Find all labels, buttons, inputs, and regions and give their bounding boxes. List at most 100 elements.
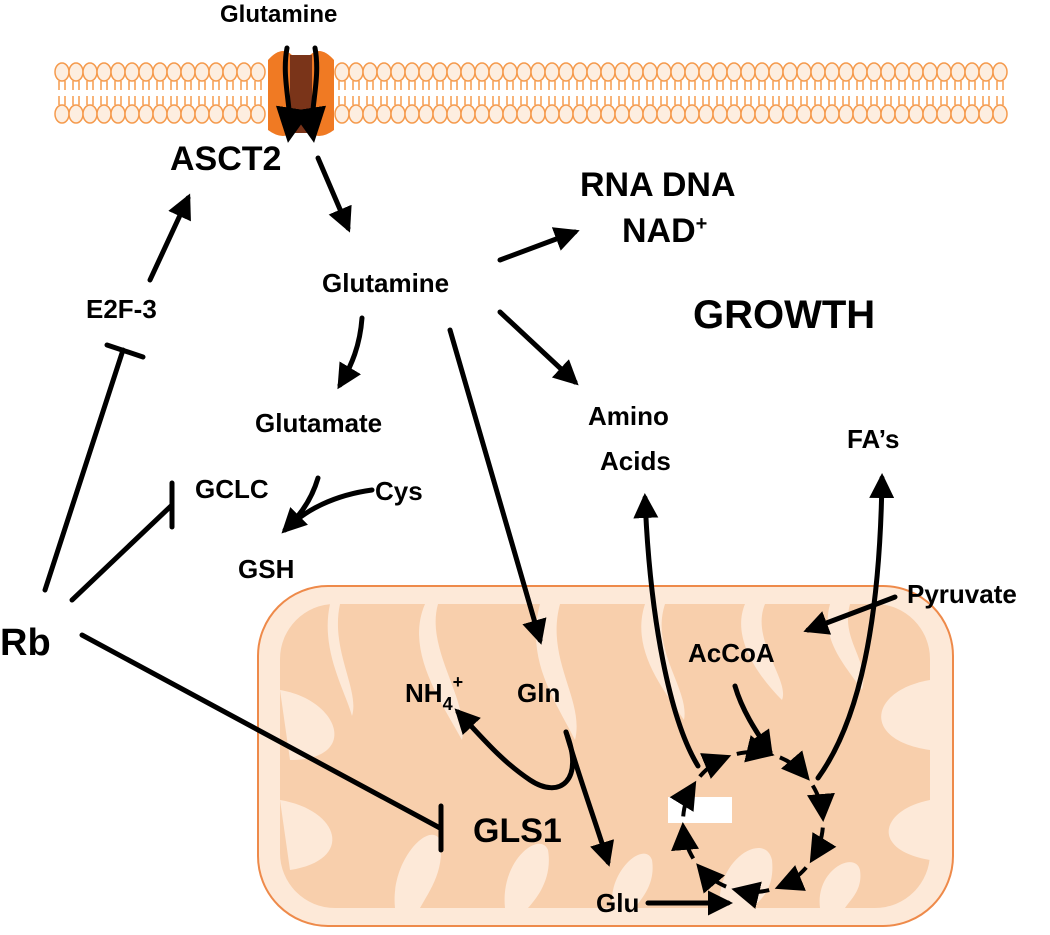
lipid-head bbox=[880, 104, 896, 124]
tca-cycle-segment bbox=[779, 750, 810, 781]
label-gls1: GLS1 bbox=[473, 812, 562, 850]
lipid-head bbox=[250, 62, 266, 82]
asct2-transporter-icon bbox=[268, 45, 334, 143]
lipid-head bbox=[978, 104, 994, 124]
lipid-head bbox=[922, 104, 938, 124]
lipid-head bbox=[222, 62, 238, 82]
lipid-head bbox=[54, 62, 70, 82]
lipid-head bbox=[824, 62, 840, 82]
lipid-head bbox=[516, 104, 532, 124]
label-cys: Cys bbox=[375, 476, 423, 506]
lipid-head bbox=[950, 104, 966, 124]
lipid-head bbox=[250, 104, 266, 124]
tca-cycle-segment bbox=[809, 827, 837, 864]
tca-cycle-segment bbox=[731, 881, 770, 909]
lipid-head bbox=[824, 104, 840, 124]
lipid-head bbox=[446, 104, 462, 124]
lipid-head bbox=[390, 62, 406, 82]
lipid-head bbox=[670, 104, 686, 124]
lipid-head bbox=[768, 62, 784, 82]
lipid-head bbox=[460, 62, 476, 82]
tca-cycle-segment bbox=[774, 865, 808, 891]
lipid-head bbox=[208, 104, 224, 124]
lipid-head bbox=[180, 62, 196, 82]
lipid-head bbox=[460, 104, 476, 124]
arrow-glutamate-to-gsh bbox=[281, 475, 321, 534]
label-amino: Amino bbox=[588, 401, 669, 431]
label-glutamine-extracellular: Glutamine bbox=[220, 1, 337, 28]
lipid-head bbox=[894, 62, 910, 82]
lipid-head bbox=[908, 62, 924, 82]
inhibit-rb-gclc bbox=[69, 502, 175, 603]
lipid-head bbox=[670, 62, 686, 82]
lipid-head bbox=[54, 104, 70, 124]
labels: Glutamine ASCT2 RNA DNA NAD+ Glutamine G… bbox=[0, 1, 1017, 918]
lipid-head bbox=[936, 104, 952, 124]
lipid-head bbox=[712, 104, 728, 124]
arrow-pyruvate-to-accoa bbox=[803, 594, 898, 635]
label-growth: GROWTH bbox=[693, 293, 875, 337]
lipid-head bbox=[642, 104, 658, 124]
label-glu: Glu bbox=[596, 888, 639, 918]
label-accoa: AcCoA bbox=[688, 638, 775, 668]
label-rb: Rb bbox=[0, 622, 51, 664]
lipid-bilayer-icon bbox=[54, 62, 1008, 124]
lipid-head bbox=[68, 104, 84, 124]
lipid-head bbox=[236, 104, 252, 124]
lipid-head bbox=[782, 62, 798, 82]
lipid-head bbox=[68, 62, 84, 82]
lipid-head bbox=[334, 104, 350, 124]
arrow-gln-to-nh4 bbox=[454, 708, 576, 791]
arrow-tca-to-amino-acids bbox=[633, 493, 701, 769]
pathway-arrows bbox=[42, 155, 898, 916]
lipid-head bbox=[572, 62, 588, 82]
lipid-head bbox=[558, 62, 574, 82]
label-glutamate: Glutamate bbox=[255, 408, 382, 438]
arrow-asct2-to-glutamine bbox=[315, 155, 352, 233]
lipid-head bbox=[740, 104, 756, 124]
lipid-head bbox=[740, 62, 756, 82]
lipid-head bbox=[124, 62, 140, 82]
lipid-head bbox=[922, 62, 938, 82]
lipid-head bbox=[502, 104, 518, 124]
inhibit-rb-gls1 bbox=[79, 632, 443, 831]
lipid-head bbox=[348, 104, 364, 124]
lipid-head bbox=[964, 104, 980, 124]
lipid-head bbox=[866, 62, 882, 82]
lipid-head bbox=[488, 62, 504, 82]
arrow-glutamine-to-gln bbox=[447, 327, 547, 645]
label-pyruvate: Pyruvate bbox=[907, 579, 1017, 609]
lipid-head bbox=[152, 104, 168, 124]
lipid-head bbox=[474, 62, 490, 82]
lipid-head bbox=[516, 62, 532, 82]
label-gln: Gln bbox=[517, 678, 560, 708]
lipid-head bbox=[964, 62, 980, 82]
lipid-head bbox=[166, 62, 182, 82]
tca-cycle-segment bbox=[669, 780, 697, 817]
lipid-head bbox=[390, 104, 406, 124]
lipid-head bbox=[712, 62, 728, 82]
lipid-head bbox=[236, 62, 252, 82]
inhibit-bar-e2f3 bbox=[104, 342, 146, 360]
lipid-head bbox=[138, 104, 154, 124]
lipid-head bbox=[586, 104, 602, 124]
arrow-accoa-to-tca bbox=[732, 683, 773, 757]
lipid-head bbox=[754, 62, 770, 82]
label-rna-dna: RNA DNA bbox=[580, 166, 736, 204]
lipid-head bbox=[782, 104, 798, 124]
lipid-head bbox=[894, 104, 910, 124]
lipid-head bbox=[768, 104, 784, 124]
lipid-head bbox=[194, 62, 210, 82]
lipid-head bbox=[656, 62, 672, 82]
lipid-head bbox=[124, 104, 140, 124]
lipid-head bbox=[796, 104, 812, 124]
lipid-head bbox=[558, 104, 574, 124]
label-acids: Acids bbox=[600, 446, 671, 476]
lipid-head bbox=[96, 104, 112, 124]
lipid-head bbox=[950, 62, 966, 82]
lipid-head bbox=[810, 104, 826, 124]
label-fas: FA’s bbox=[847, 424, 900, 454]
lipid-head bbox=[530, 104, 546, 124]
lipid-head bbox=[936, 62, 952, 82]
